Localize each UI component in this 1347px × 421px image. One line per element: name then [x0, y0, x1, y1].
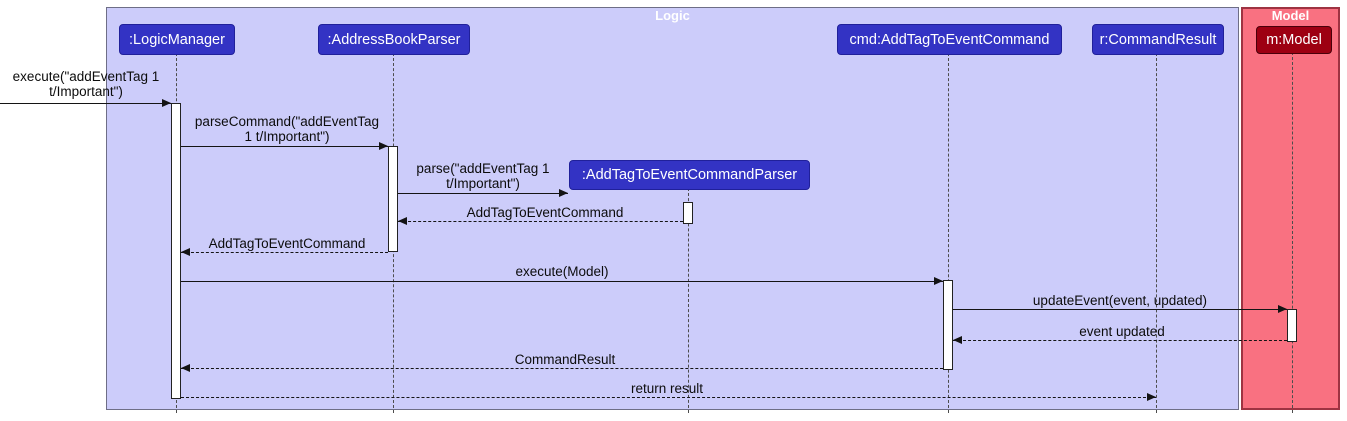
- message-label-return-result: return result: [630, 381, 704, 396]
- message-arrow-event-updated: [953, 340, 1287, 341]
- message-arrow-return-result: [181, 397, 1156, 398]
- message-label-parse-command: parseCommand("addEventTag 1 t/Important"…: [194, 114, 380, 144]
- logic-frame: [106, 7, 1239, 410]
- model-frame: [1241, 7, 1340, 410]
- message-arrow-parse-command: [181, 146, 388, 147]
- participant-command-result: r:CommandResult: [1092, 24, 1224, 55]
- arrowhead-command-result: [181, 364, 190, 372]
- arrowhead-event-updated: [953, 336, 962, 344]
- lifeline-add-tag-parser: [688, 188, 689, 413]
- arrowhead-parse-command: [379, 142, 388, 150]
- arrowhead-update-event: [1278, 305, 1287, 313]
- arrowhead-execute-user: [162, 99, 171, 107]
- lifeline-cmd: [948, 53, 949, 413]
- message-label-command-result: CommandResult: [514, 352, 616, 367]
- message-arrow-return-command-to-parser: [398, 221, 683, 222]
- message-label-return-command-to-manager: AddTagToEventCommand: [208, 236, 366, 251]
- message-arrow-execute-model: [181, 281, 943, 282]
- message-label-execute-user: execute("addEventTag 1 t/Important"): [12, 69, 160, 99]
- message-label-event-updated: event updated: [1079, 324, 1165, 339]
- activation-address-book-parser: [388, 146, 398, 252]
- message-arrow-update-event: [953, 309, 1287, 310]
- message-label-return-command-to-parser: AddTagToEventCommand: [466, 205, 624, 220]
- activation-model: [1287, 309, 1297, 342]
- message-arrow-command-result: [181, 368, 943, 369]
- message-label-execute-model: execute(Model): [515, 264, 609, 279]
- arrowhead-return-result: [1147, 393, 1156, 401]
- message-arrow-return-command-to-manager: [181, 252, 388, 253]
- arrowhead-execute-model: [934, 277, 943, 285]
- logic-frame-label: Logic: [655, 8, 690, 23]
- participant-cmd: cmd:AddTagToEventCommand: [837, 24, 1062, 55]
- activation-add-tag-parser: [683, 202, 693, 224]
- arrowhead-parse: [559, 189, 568, 197]
- message-label-update-event: updateEvent(event, updated): [1032, 293, 1208, 308]
- arrowhead-return-command-to-manager: [181, 248, 190, 256]
- arrowhead-return-command-to-parser: [398, 217, 407, 225]
- participant-address-book-parser: :AddressBookParser: [318, 24, 470, 55]
- activation-cmd: [943, 280, 953, 370]
- message-label-parse: parse("addEventTag 1 t/Important"): [416, 161, 550, 191]
- participant-logic-manager: :LogicManager: [119, 24, 235, 55]
- participant-add-tag-parser: :AddTagToEventCommandParser: [569, 160, 810, 190]
- message-arrow-execute-user: [0, 103, 171, 104]
- lifeline-model: [1292, 52, 1293, 413]
- message-arrow-parse: [398, 193, 568, 194]
- participant-model: m:Model: [1256, 26, 1332, 54]
- lifeline-command-result: [1156, 53, 1157, 413]
- activation-logic-manager: [171, 103, 181, 399]
- model-frame-label: Model: [1271, 8, 1310, 23]
